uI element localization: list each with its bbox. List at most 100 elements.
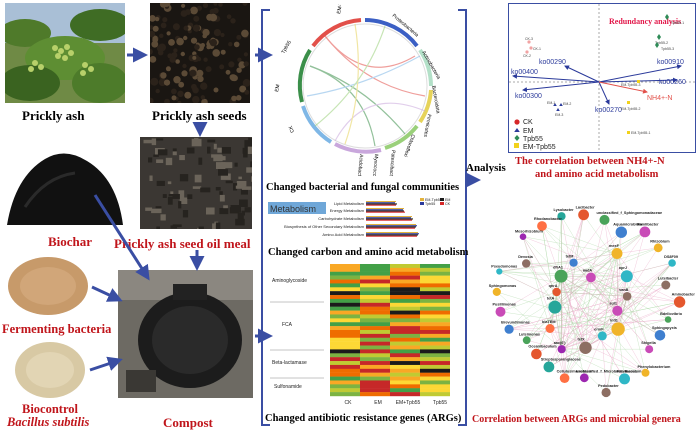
heat-col-em: EM xyxy=(374,400,382,406)
metab-row-biosynthesis: Biosynthesis of Other Secondary Metaboli… xyxy=(284,224,364,229)
chord-label-myxococcota: Myxococcota xyxy=(370,154,379,176)
heat-group-fca: FCA xyxy=(282,322,293,328)
rda-caption-line1: The correlation between NH4+-N xyxy=(515,156,665,167)
network-node xyxy=(579,373,589,383)
network-node-label: Pedobacter xyxy=(598,384,619,388)
network-node xyxy=(653,243,663,253)
network-caption: Correlation between ARGs and microbial g… xyxy=(472,414,681,425)
network-node-label: sul1 xyxy=(609,302,617,306)
network-node xyxy=(639,226,651,238)
metabolism-caption: Changed carbon and amino acid metabolism xyxy=(268,247,469,258)
rda-plot: Redundancy analysis ko00290 ko00910 ko00… xyxy=(508,3,696,153)
network-node-label: Aquamicrobium xyxy=(613,223,643,227)
network-node xyxy=(620,270,633,283)
chord-caption: Changed bacterial and fungal communities xyxy=(266,182,460,193)
arrow-biochar-to-compost xyxy=(93,194,150,281)
seeds-image xyxy=(150,3,250,103)
network-node xyxy=(619,373,630,385)
rda-title: Redundancy analysis xyxy=(609,17,681,26)
biocontrol-label-line2: Bacillus subtilis xyxy=(7,415,90,429)
args-heatmap: Aminoglycoside FCA Beta-lactamase Sulfon… xyxy=(268,260,458,410)
network-node-label: Ramlibacter xyxy=(637,222,659,226)
prickly-ash-seeds-photo xyxy=(150,3,250,103)
chord-label-ck: CK xyxy=(288,124,296,133)
rda-point-tpb2: Tpb55-2 xyxy=(655,41,668,45)
fermenting-powder-image xyxy=(7,255,89,317)
network-node-label: unclassified_f_Sphingomonadaceae xyxy=(597,211,663,215)
network-node-label: Streptosporangiaceae xyxy=(541,357,581,361)
biocontrol-label-line1: Biocontrol xyxy=(22,402,79,416)
network-node-label: Sphingomonas xyxy=(489,284,516,288)
args-caption: Changed antibiotic resistance genes (ARG… xyxy=(265,413,462,424)
metab-row-carbohydrate: Carbohydrate Metabolism xyxy=(318,216,364,221)
network-node-label: intI1 xyxy=(610,318,618,322)
network-node xyxy=(622,292,632,301)
network-node xyxy=(496,268,503,275)
prickly-ash-image xyxy=(5,3,125,103)
metab-row-amino: Amino Acid Metabolism xyxy=(322,232,364,237)
network-node xyxy=(661,280,671,290)
metab-row-energy: Energy Metabolism xyxy=(330,208,365,213)
metab-legend-tpb55: Tpb55 xyxy=(425,202,435,206)
rda-legend-ck: CK xyxy=(523,119,533,126)
analysis-label: Analysis xyxy=(466,162,506,174)
heat-group-beta: Beta-lactamase xyxy=(272,360,307,366)
network-node-label: Rhizobium xyxy=(650,239,670,243)
network-node xyxy=(522,259,531,268)
network-node xyxy=(578,209,589,221)
network-node xyxy=(552,287,561,297)
chord-label-firmicutes: Firmicutes xyxy=(422,114,432,138)
rda-point-emtpb2: EM-Tpb55-2 xyxy=(621,107,641,111)
network-node xyxy=(492,287,501,296)
network-node-label: unclassified_f_Microbacteriaceae xyxy=(576,369,637,373)
biochar-label: Biochar xyxy=(48,234,93,249)
metab-legend-ck: CK xyxy=(445,202,451,206)
rda-point-em2: EM-2 xyxy=(563,102,571,106)
metab-legend-em-tpb55: EM-Tpb55 xyxy=(425,198,442,202)
network-node-label: qnrA xyxy=(549,284,558,288)
network-node xyxy=(554,269,568,283)
network-node-label: Pseudomonas xyxy=(491,264,517,268)
network-node-label: Bdellovibrio xyxy=(660,312,683,316)
network-node xyxy=(612,305,623,316)
network-node-label: aadA xyxy=(583,268,593,272)
network-node xyxy=(641,368,650,377)
compost-label: Compost xyxy=(163,415,213,430)
network-node-label: Luteibacter xyxy=(658,277,679,281)
network-node-label: oprJ xyxy=(619,266,627,270)
seed-oil-meal-photo xyxy=(140,137,252,229)
network-node xyxy=(597,331,607,341)
heat-group-sulfonamide: Sulfonamide xyxy=(274,384,302,390)
rda-point-tpb3: Tpb55-3 xyxy=(661,47,674,51)
rda-vector-nh4n: NH4+-N xyxy=(647,95,672,102)
network-node xyxy=(611,322,625,336)
network-node-label: vanB xyxy=(619,288,629,292)
network-node-label: Mesorhizobium xyxy=(515,229,543,233)
metabolism-svg: Metabolism Lipid Metabolism Energy Metab… xyxy=(268,198,451,237)
network-node-label: Cellulosimicrobium xyxy=(557,369,593,373)
network-node xyxy=(519,233,527,240)
network-node xyxy=(531,348,542,360)
rda-svg: Redundancy analysis ko00290 ko00910 ko00… xyxy=(509,4,695,152)
network-node xyxy=(601,387,611,398)
network-node xyxy=(599,214,610,225)
chord-label-em: EM xyxy=(274,84,281,92)
heat-col-em-tpb55: EM+Tpb55 xyxy=(396,400,421,406)
network-node xyxy=(537,221,547,231)
rda-vector-ko00290: ko00290 xyxy=(539,59,566,66)
network-node-label: Brevundimonas xyxy=(501,321,530,325)
network-svg: AminobacterBdellovibrioSphingopyxisShige… xyxy=(489,205,695,398)
network-node-label: aac(6') xyxy=(554,341,567,345)
network-node-label: Luteimonas xyxy=(519,332,540,336)
rda-point-ck1: CK-1 xyxy=(533,47,541,51)
compost-photo xyxy=(118,270,253,398)
fermenting-bacteria-label: Fermenting bacteria xyxy=(2,322,112,336)
chord-label-em-tpb55: EM-Tpb55 xyxy=(336,4,346,14)
chord-label-tpb55: Tpb55 xyxy=(281,40,293,55)
rda-point-emtpb1: EM-Tpb55-1 xyxy=(631,131,651,135)
prickly-ash-photo xyxy=(5,3,125,103)
network-node xyxy=(557,212,566,221)
metab-legend-em: EM xyxy=(445,198,450,202)
prickly-ash-seeds-label: Prickly ash seeds xyxy=(152,108,247,123)
